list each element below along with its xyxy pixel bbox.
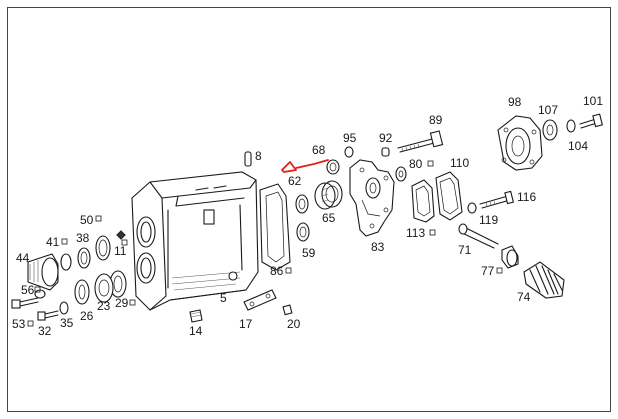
label-86: 86 (270, 264, 284, 278)
part-35-washer[interactable] (59, 301, 69, 315)
part-86-gasket[interactable] (259, 183, 291, 271)
label-101: 101 (583, 94, 603, 108)
label-59: 59 (302, 246, 316, 260)
label-35: 35 (60, 316, 74, 330)
label-53: 53 (12, 317, 26, 331)
label-68: 68 (312, 143, 326, 157)
part-95-bolt[interactable] (344, 146, 354, 158)
part-107-nut[interactable] (542, 119, 558, 141)
label-41: 41 (46, 235, 60, 249)
part-14-plug[interactable] (189, 309, 203, 323)
part-17-plate[interactable] (243, 289, 277, 311)
label-95: 95 (343, 131, 357, 145)
part-41-ring[interactable] (60, 253, 72, 271)
label-50: 50 (80, 213, 94, 227)
label-77: 77 (481, 264, 495, 278)
part-68-nut[interactable] (326, 159, 340, 175)
part-50-ring[interactable] (95, 235, 111, 261)
part-89-bolt[interactable] (397, 130, 444, 153)
part-101-bolt[interactable] (579, 113, 603, 129)
part-26-ring[interactable] (74, 279, 90, 305)
label-38: 38 (76, 231, 90, 245)
label-119: 119 (479, 213, 498, 227)
part-98-flange[interactable] (497, 115, 543, 171)
label-32: 32 (38, 324, 52, 338)
label-116: 116 (517, 190, 536, 204)
part-65-gear[interactable] (314, 180, 343, 210)
label-14: 14 (189, 324, 203, 338)
label-92: 92 (379, 131, 393, 145)
part-32-bolt[interactable] (37, 310, 59, 321)
part-11-small-part[interactable] (116, 230, 126, 240)
label-62: 62 (288, 174, 302, 188)
label-104: 104 (568, 139, 588, 153)
part-labels: 8 95 92 89 98 107 101 104 68 62 80 110 1… (12, 94, 603, 338)
label-56: 56 (21, 283, 35, 297)
label-89: 89 (429, 113, 443, 127)
part-119-washer[interactable] (467, 202, 477, 214)
label-23: 23 (97, 299, 111, 313)
part-44-shaft[interactable] (27, 253, 59, 291)
part-92-plug[interactable] (381, 147, 390, 157)
label-65: 65 (322, 211, 336, 225)
label-98: 98 (508, 95, 522, 109)
label-29: 29 (115, 296, 129, 310)
label-20: 20 (287, 317, 301, 331)
red-pen-circle-icon (281, 159, 329, 173)
part-110-cover[interactable] (435, 171, 463, 221)
label-113: 113 (406, 226, 425, 240)
part-77-bushing[interactable] (501, 245, 519, 269)
part-83-cover-plate[interactable] (349, 159, 395, 237)
label-17: 17 (239, 317, 253, 331)
label-107: 107 (538, 103, 558, 117)
part-53-bolt[interactable] (11, 297, 39, 309)
diagram-frame (7, 7, 611, 412)
part-113-gasket[interactable] (411, 179, 435, 223)
label-44: 44 (16, 251, 30, 265)
part-80-washer[interactable] (395, 166, 407, 182)
label-110: 110 (450, 156, 469, 170)
part-20-screw[interactable] (282, 304, 293, 316)
label-80: 80 (409, 157, 423, 171)
label-8: 8 (255, 149, 262, 163)
label-5: 5 (220, 291, 227, 305)
label-11: 11 (114, 244, 127, 258)
part-116-bolt[interactable] (479, 190, 515, 209)
label-83: 83 (371, 240, 385, 254)
label-26: 26 (80, 309, 94, 323)
label-71: 71 (458, 243, 472, 257)
part-59-ring[interactable] (296, 222, 310, 242)
part-74-rubber-boot[interactable] (523, 261, 565, 299)
part-62-ring[interactable] (295, 194, 309, 214)
small-square-marker-icon (27, 160, 503, 327)
part-38-ring[interactable] (77, 247, 91, 269)
part-5-transmission-housing[interactable] (131, 171, 259, 311)
part-8-pin[interactable] (244, 151, 252, 167)
part-71-shaft[interactable] (458, 223, 499, 249)
part-29-bearing[interactable] (94, 273, 114, 303)
label-74: 74 (517, 290, 531, 304)
part-104-washer[interactable] (566, 119, 576, 133)
